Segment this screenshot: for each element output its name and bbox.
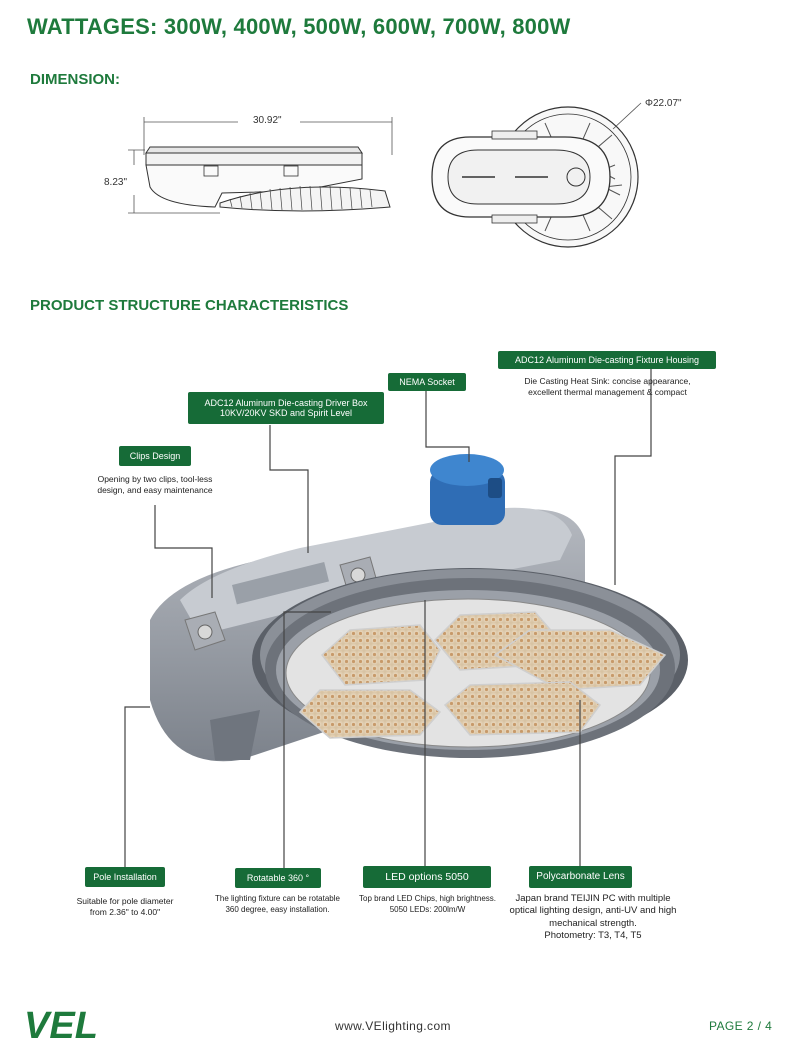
callout-housing: ADC12 Aluminum Die-casting Fixture Housi… [498,351,716,369]
diameter-dimension: Φ22.07" [645,98,682,109]
callout-clips-desc: Opening by two clips, tool-less design, … [97,474,213,496]
vel-logo-text: VEL [24,1005,98,1044]
callout-pole-installation: Pole Installation [85,867,165,887]
page-title: WATTAGES: 300W, 400W, 500W, 600W, 700W, … [27,14,571,39]
callout-led-desc: Top brand LED Chips, high brightness. 50… [359,894,496,914]
callout-led-options: LED options 5050 [363,866,491,888]
callout-pole-desc: Suitable for pole diameter from 2.36" to… [76,896,174,918]
top-view-drawing [431,102,642,248]
callout-rotatable-desc: The lighting fixture can be rotatable 36… [215,894,340,914]
callout-lens-desc: Japan brand TEIJIN PC with multiple opti… [509,893,677,942]
length-dimension: 30.92" [253,115,282,126]
height-dimension: 8.23" [104,177,128,188]
callout-nema-socket: NEMA Socket [388,373,466,391]
structure-heading: PRODUCT STRUCTURE CHARACTERISTICS [30,297,349,314]
side-view-drawing [128,117,393,214]
footer-url[interactable]: www.VElighting.com [335,1019,451,1033]
dimension-heading: DIMENSION: [30,71,120,88]
callout-rotatable: Rotatable 360 ° [235,868,321,888]
callout-housing-desc: Die Casting Heat Sink: concise appearanc… [524,376,691,398]
dimension-drawing [128,102,642,248]
callout-polycarbonate-lens: Polycarbonate Lens [529,866,632,888]
vel-logo: VEL [24,1005,98,1044]
page-number: PAGE 2 / 4 [709,1019,773,1033]
callout-driver-box: ADC12 Aluminum Die-casting Driver Box 10… [188,392,384,424]
callout-clips-design: Clips Design [119,446,191,466]
